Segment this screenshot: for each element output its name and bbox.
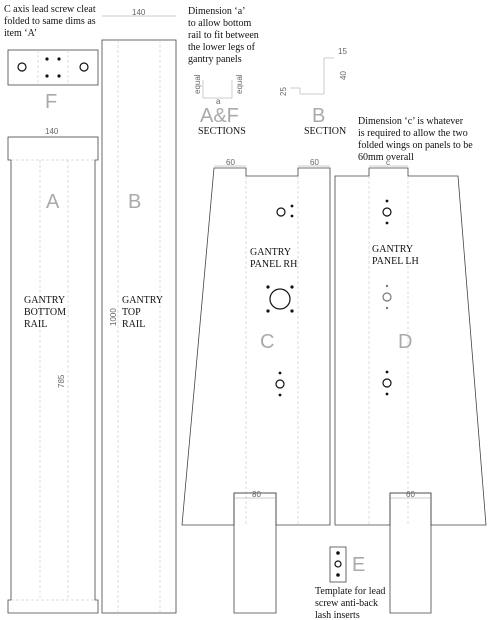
part-letter-a: A: [46, 191, 60, 213]
dim-c-note-line-2: is required to allow the two: [358, 128, 468, 139]
template-note-line-1: Template for lead: [315, 586, 385, 597]
dim-a-note-line-5: gantry panels: [188, 54, 242, 65]
section-b-dim-25: 25: [279, 87, 288, 96]
panel-lh-pin: [385, 221, 389, 225]
section-b-dim-15: 15: [338, 47, 347, 56]
bottom-rail-name-line-2: BOTTOM: [24, 307, 66, 318]
section-af-dim-a: a: [216, 97, 221, 106]
part-letter-f: F: [45, 91, 57, 113]
panel-rh-main-hole: [269, 288, 291, 310]
part-letter-d: D: [398, 331, 412, 353]
panel-rh-pin: [290, 214, 294, 218]
dim-c-top-tab-left: 60: [226, 158, 235, 167]
template-note-line-2: screw anti-back: [315, 598, 378, 609]
panel-rh-name-line-2: PANEL RH: [250, 259, 297, 270]
section-af-side-right: equal: [235, 74, 244, 94]
dimension-a-note: Dimension ‘a’ to allow bottom rail to fi…: [188, 6, 259, 65]
panel-rh-pin: [266, 285, 270, 289]
dim-c-bottom-tab: 80: [252, 490, 261, 499]
template-hole: [336, 551, 340, 555]
dim-c-note-line-3: folded wings on panels to be: [358, 140, 473, 151]
panel-lh-name-line-2: PANEL LH: [372, 256, 419, 267]
cleat-note-line-3: item ‘A’: [4, 28, 37, 39]
dim-a-note-line-2: to allow bottom: [188, 18, 252, 29]
dim-c-note-line-1: Dimension ‘c’ is whatever: [358, 116, 464, 127]
template-hole: [336, 573, 340, 577]
section-b-title: B: [312, 105, 325, 127]
panel-lh-pin: [385, 370, 389, 374]
panel-rh-hole: [275, 379, 285, 389]
bottom-rail-name-line-3: RAIL: [24, 319, 47, 330]
part-letter-c: C: [260, 331, 274, 353]
part-a: 140 A GANTRY BOTTOM RAIL 785: [7, 127, 99, 614]
dim-d-bottom-tab: 60: [406, 490, 415, 499]
dim-d-top-tab-c: c: [386, 158, 390, 167]
cleat-note-line-2: folded to same dims as: [4, 16, 96, 27]
section-b: 15 40 25 B SECTION: [279, 47, 348, 137]
dim-c-top-tab-right: 60: [310, 158, 319, 167]
dim-a-note-line-4: the lower legs of: [188, 42, 256, 53]
part-letter-e: E: [352, 554, 365, 576]
panel-rh-pin: [290, 285, 294, 289]
template-note-line-3: lash inserts: [315, 610, 360, 620]
panel-lh-pin: [385, 306, 389, 310]
template-hole: [334, 560, 342, 568]
dim-a-width: 140: [45, 127, 59, 136]
panel-lh-hole: [382, 378, 392, 388]
panel-rh-pin: [290, 204, 294, 208]
dim-b-width: 140: [132, 8, 146, 17]
section-af-side-left: equal: [193, 74, 202, 94]
dim-a-note-line-3: rail to fit between: [188, 30, 259, 41]
panel-rh-pin: [278, 371, 282, 375]
section-af-subtitle: SECTIONS: [198, 126, 246, 137]
part-e: E Template for lead screw anti-back lash…: [315, 546, 385, 620]
top-rail-name-line-2: TOP: [122, 307, 141, 318]
panel-rh-pin: [278, 393, 282, 397]
section-af: equal equal a A&F SECTIONS: [193, 74, 246, 137]
panel-lh-leg: [389, 492, 432, 614]
cleat-pin-hole: [45, 57, 49, 61]
cleat-plate: [7, 49, 99, 86]
cleat-note-line-1: C axis lead screw cleat: [4, 4, 96, 15]
part-f: C axis lead screw cleat folded to same d…: [4, 4, 99, 113]
section-b-subtitle: SECTION: [304, 126, 346, 137]
part-c: 60 60 80 GANTRY PANEL RH C: [181, 158, 331, 614]
dim-b-length: 1000: [109, 308, 118, 326]
dim-a-length: 785: [57, 374, 66, 388]
panel-rh-name-line-1: GANTRY: [250, 247, 291, 258]
panel-rh-outline: [181, 167, 331, 526]
part-d: c 60 GANTRY PANEL LH D: [334, 158, 487, 614]
panel-rh-pin: [266, 309, 270, 313]
panel-lh-hole: [382, 207, 392, 217]
part-letter-b: B: [128, 191, 141, 213]
panel-rh-pin: [290, 309, 294, 313]
panel-rh-leg: [233, 492, 277, 614]
panel-lh-pin: [385, 284, 389, 288]
top-rail-name-line-1: GANTRY: [122, 295, 163, 306]
section-b-dim-40: 40: [339, 71, 348, 80]
section-b-profile: [290, 57, 334, 95]
cleat-pin-hole: [57, 74, 61, 78]
panel-rh-hole: [276, 207, 286, 217]
dimension-c-note: Dimension ‘c’ is whatever is required to…: [358, 116, 473, 163]
top-rail-outline: [101, 39, 177, 614]
cleat-hole-left: [17, 62, 27, 72]
bottom-rail-name-line-1: GANTRY: [24, 295, 65, 306]
panel-lh-hole-faint: [382, 292, 392, 302]
cleat-pin-hole: [57, 57, 61, 61]
dim-a-note-line-1: Dimension ‘a’: [188, 6, 246, 17]
part-b: 140 B GANTRY TOP RAIL 1000: [101, 8, 177, 614]
top-rail-name-line-3: RAIL: [122, 319, 145, 330]
template-plate: [329, 546, 347, 583]
section-af-title: A&F: [200, 105, 239, 127]
cleat-hole-right: [79, 62, 89, 72]
panel-lh-pin: [385, 392, 389, 396]
cleat-pin-hole: [45, 74, 49, 78]
panel-lh-name-line-1: GANTRY: [372, 244, 413, 255]
dim-c-note-line-4: 60mm overall: [358, 152, 414, 163]
panel-lh-pin: [385, 199, 389, 203]
section-af-profile: [202, 80, 233, 99]
